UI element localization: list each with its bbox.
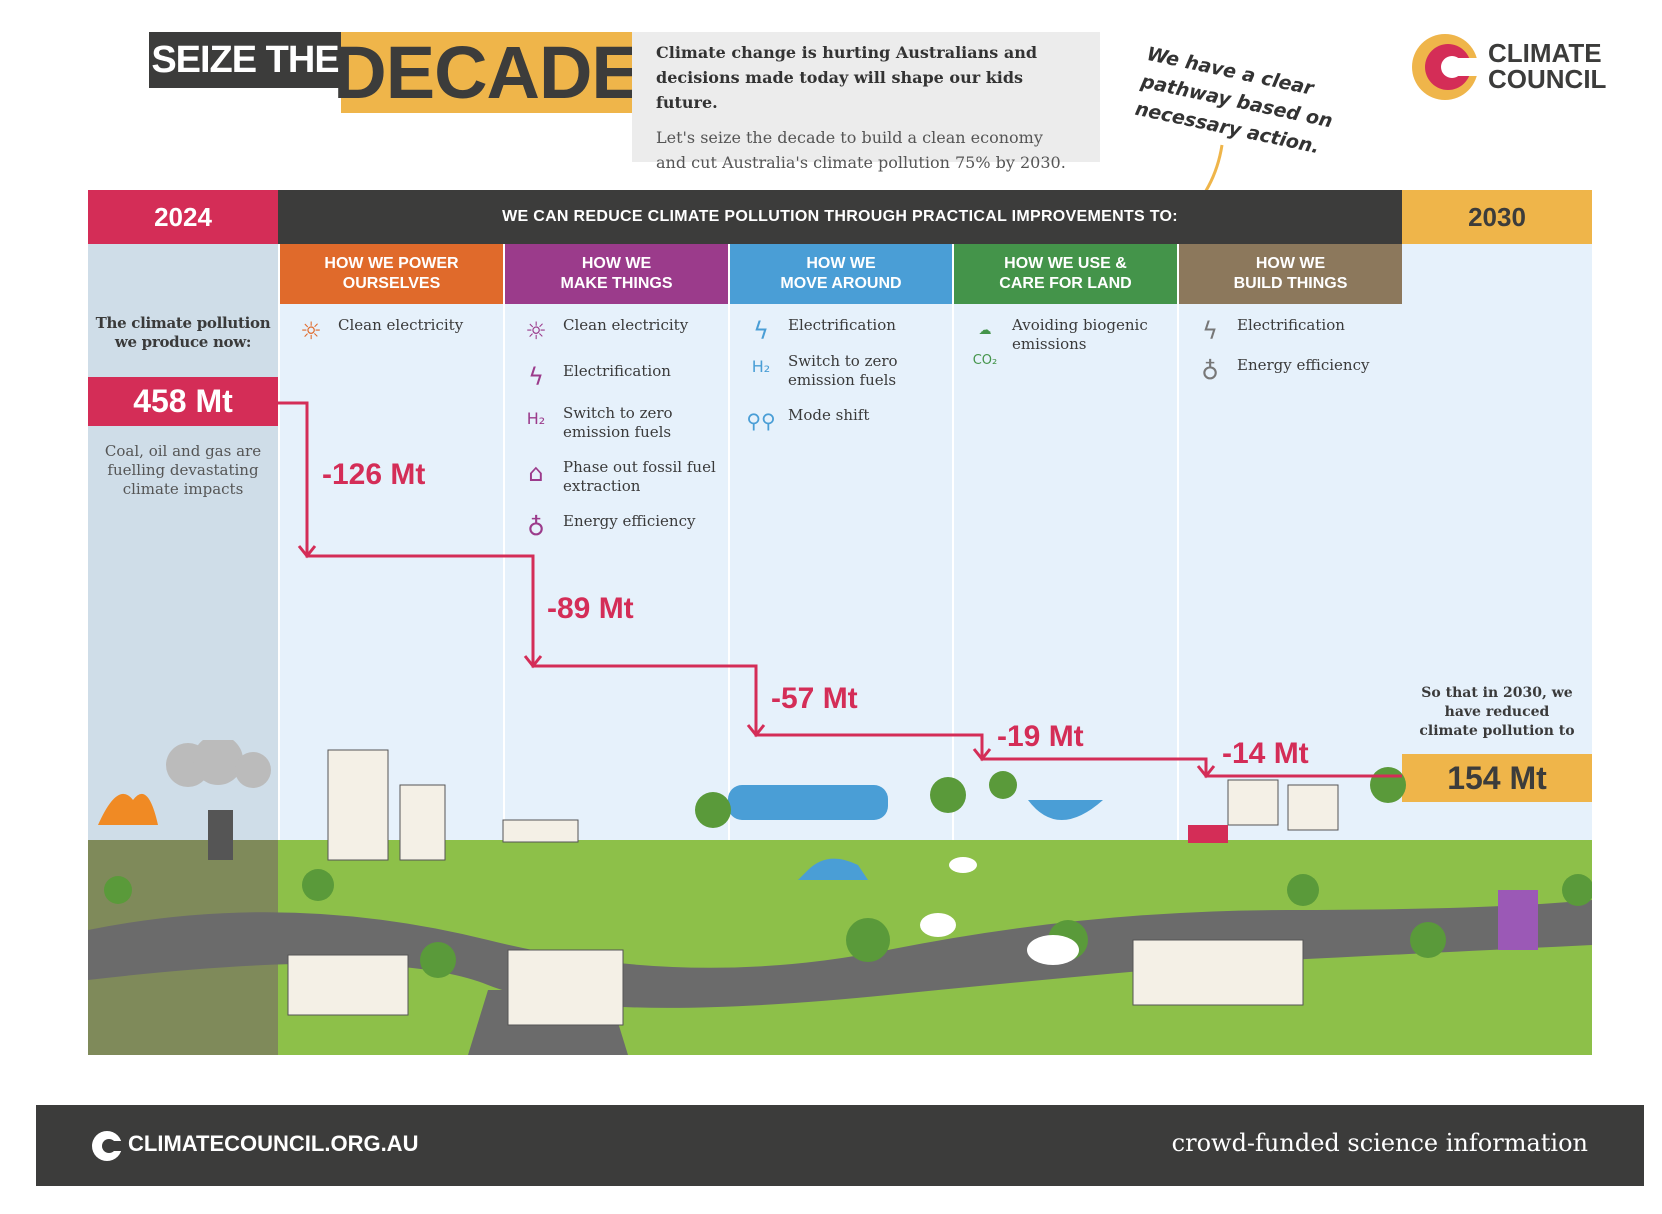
handwritten-note: We have a clear pathway based on necessa… [1133,42,1335,159]
reduction-land: -19 Mt [997,720,1084,753]
current-value: 458 Mt [88,377,278,426]
year-2024: 2024 [88,190,278,244]
hydrogen-icon: H₂ [526,409,546,428]
list-item: ϟ Electrification [744,316,946,350]
list-item: H₂ Switch to zero emission fuels [519,404,722,442]
reduction-move: -57 Mt [771,682,858,715]
list-item: ♁ Energy efficiency [519,512,722,546]
footer-logo-icon [92,1131,124,1161]
bicycle-icon: ⚲⚲ [746,409,776,433]
item-label: Clean electricity [563,316,689,334]
list-item: H₂ Switch to zero emission fuels [744,352,946,390]
footer-tagline: crowd-funded science information [1171,1129,1588,1157]
intro-box: Climate change is hurting Australians an… [632,32,1100,172]
list-item: ☼ Clean electricity [294,316,497,350]
item-label: Electrification [788,316,896,334]
current-caption: Coal, oil and gas are fuelling devastati… [104,442,262,498]
co2-cloud-icon: ☁CO₂ [972,323,998,368]
list-item: ϟ Electrification [519,362,722,396]
current-label: The climate pollution we produce now: [95,314,271,351]
lightning-icon: ϟ [753,317,769,345]
column-header: HOW WE MAKE THINGS [505,244,728,304]
title-seize-the: SEIZE THE [149,32,341,88]
item-label: Phase out fossil fuel extraction [563,458,716,495]
target-value: 154 Mt [1402,754,1592,802]
logo-c-icon [1412,34,1480,100]
item-label: Switch to zero emission fuels [788,352,898,389]
item-label: Energy efficiency [563,512,696,530]
reduction-power: -126 Mt [322,458,426,491]
column-header: HOW WE POWER OURSELVES [280,244,503,304]
logo-line2: COUNCIL [1488,64,1607,94]
band-heading: WE CAN REDUCE CLIMATE POLLUTION THROUGH … [278,190,1402,244]
title-decade: DECADE [333,31,640,114]
hydrogen-icon: H₂ [751,357,771,376]
footer-url[interactable]: CLIMATECOUNCIL.ORG.AU [128,1131,419,1156]
column-header: HOW WE BUILD THINGS [1179,244,1402,304]
reduction-make: -89 Mt [547,592,634,625]
column-header: HOW WE USE & CARE FOR LAND [954,244,1177,304]
list-item: ☼ Clean electricity [519,316,722,350]
item-label: Clean electricity [338,316,464,334]
wind-solar-icon: ☼ [300,317,322,345]
list-item: ♁ Energy efficiency [1193,356,1396,390]
landscape-illustration [88,740,1592,1055]
list-item: ϟ Electrification [1193,316,1396,350]
factory-icon: ⌂ [528,459,544,487]
reduction-build: -14 Mt [1222,737,1309,770]
item-label: Electrification [1237,316,1345,334]
intro-text: Let's seize the decade to build a clean … [656,128,1066,172]
lightbulb-icon: ♁ [527,513,545,541]
item-label: Electrification [563,362,671,380]
lightbulb-icon: ♁ [1201,357,1219,385]
intro-bold-text: Climate change is hurting Australians an… [656,43,1038,112]
list-item: ☁CO₂ Avoiding biogenic emissions [968,316,1171,368]
list-item: ⚲⚲ Mode shift [744,406,946,440]
item-label: Switch to zero emission fuels [563,404,673,441]
item-label: Mode shift [788,406,870,424]
target-label: So that in 2030, we have reduced climate… [1419,685,1575,739]
lightning-icon: ϟ [1202,317,1218,345]
list-item: ⌂ Phase out fossil fuel extraction [519,458,722,496]
item-label: Energy efficiency [1237,356,1370,374]
year-2030: 2030 [1402,190,1592,244]
column-header: HOW WE MOVE AROUND [730,244,952,304]
lightning-icon: ϟ [528,363,544,391]
item-label: Avoiding biogenic emissions [1012,316,1148,353]
logo-line1: CLIMATE [1488,38,1602,68]
wind-solar-icon: ☼ [525,317,547,345]
footer: CLIMATECOUNCIL.ORG.AU crowd-funded scien… [36,1105,1644,1186]
